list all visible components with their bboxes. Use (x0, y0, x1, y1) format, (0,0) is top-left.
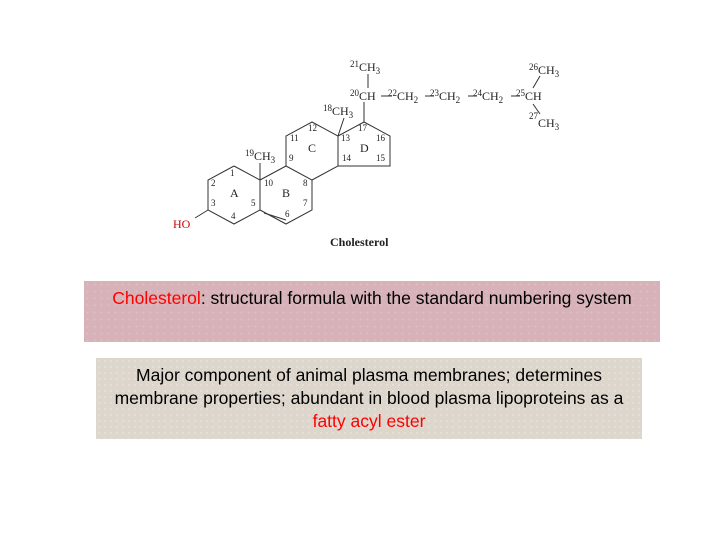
atom-number-9: 9 (289, 153, 294, 163)
c22-methylene-subscript: 2 (414, 95, 419, 105)
c18-methyl-subscript: 3 (349, 110, 354, 120)
c25-c26-bond (532, 75, 541, 89)
c19-methyl-subscript: 3 (271, 155, 276, 165)
atom-number-3: 3 (211, 198, 216, 208)
atom-number-11: 11 (290, 133, 299, 143)
atom-number-10: 10 (264, 178, 274, 188)
atom-number-18: 18 (323, 103, 333, 113)
atom-number-7: 7 (303, 198, 308, 208)
c21-methyl: 21CH3 (350, 59, 381, 76)
atom-number-2: 2 (211, 178, 216, 188)
atom-number-21: 21 (350, 59, 359, 69)
ring-c-bonds (285, 121, 339, 181)
atom-number-6: 6 (285, 209, 290, 219)
atom-number-12: 12 (308, 123, 317, 133)
atom-number-16: 16 (376, 133, 386, 143)
cholesterol-structure-diagram: A B C D 1 2 3 4 5 6 7 8 9 10 11 12 13 14… (173, 59, 560, 249)
atom-number-22: 22 (388, 88, 397, 98)
c19-methyl: 19CH3 (245, 148, 276, 165)
c27-methyl-label: CH (538, 116, 555, 130)
atom-number-15: 15 (376, 153, 386, 163)
c27-methyl: 27CH3 (529, 111, 560, 132)
description-text: Major component of animal plasma membran… (114, 365, 624, 408)
c18-methyl-label: CH (332, 104, 349, 118)
atom-number-27: 27 (529, 111, 539, 121)
c18-methyl: 18CH3 (323, 103, 354, 120)
atom-number-19: 19 (245, 148, 255, 158)
c20-methine-label: CH (359, 89, 376, 103)
caption-highlight: Cholesterol (112, 288, 201, 308)
ring-b-bonds (259, 165, 313, 225)
caption-box: Cholesterol: structural formula with the… (84, 281, 660, 342)
c22-methylene-label: CH (397, 89, 414, 103)
c26-methyl: 26CH3 (529, 62, 560, 79)
c25-methine: 25CH (516, 88, 542, 103)
ring-d-bonds (337, 121, 391, 167)
c26-methyl-subscript: 3 (555, 69, 560, 79)
c22-methylene: 22CH2 (388, 88, 418, 105)
c20-methine: 20CH (350, 88, 376, 103)
ring-label-a: A (230, 186, 239, 200)
c27-methyl-subscript: 3 (555, 122, 560, 132)
compound-name: Cholesterol (330, 235, 389, 249)
c21-methyl-label: CH (359, 60, 376, 74)
c24-methylene: 24CH2 (473, 88, 503, 105)
atom-number-25: 25 (516, 88, 526, 98)
double-bond-5-6 (263, 212, 287, 221)
c23-methylene-label: CH (439, 89, 456, 103)
c21-methyl-subscript: 3 (376, 66, 381, 76)
atom-number-8: 8 (303, 178, 308, 188)
atom-number-20: 20 (350, 88, 360, 98)
ring-label-b: B (282, 186, 290, 200)
atom-number-1: 1 (230, 168, 235, 178)
c18-bond (337, 117, 345, 137)
c26-methyl-label: CH (538, 63, 555, 77)
hydroxyl-bond (194, 209, 209, 219)
atom-number-5: 5 (251, 198, 256, 208)
c25-methine-label: CH (525, 89, 542, 103)
c23-methylene: 23CH2 (430, 88, 460, 105)
atom-number-24: 24 (473, 88, 483, 98)
c24-methylene-subscript: 2 (499, 95, 504, 105)
atom-number-13: 13 (341, 133, 351, 143)
description-box: Major component of animal plasma membran… (96, 358, 642, 439)
atom-number-26: 26 (529, 62, 539, 72)
description-highlight: fatty acyl ester (312, 411, 426, 431)
atom-number-17: 17 (358, 123, 368, 133)
c19-methyl-label: CH (254, 149, 271, 163)
hydroxyl-label: HO (173, 217, 191, 231)
c24-methylene-label: CH (482, 89, 499, 103)
ring-label-d: D (360, 141, 369, 155)
c25-c27-bond (532, 103, 541, 115)
ring-label-c: C (308, 141, 316, 155)
atom-number-14: 14 (342, 153, 352, 163)
atom-number-4: 4 (231, 211, 236, 221)
caption-text: : structural formula with the standard n… (200, 288, 632, 308)
atom-number-23: 23 (430, 88, 440, 98)
c23-methylene-subscript: 2 (456, 95, 461, 105)
